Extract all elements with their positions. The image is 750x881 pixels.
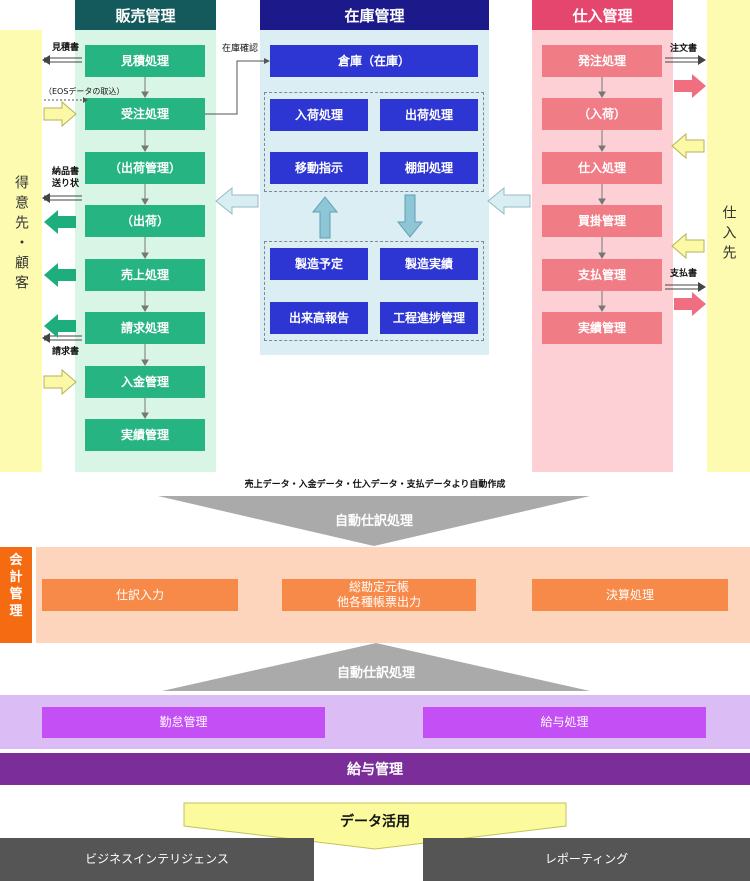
auto-journal-1: 自動仕訳処理 (334, 514, 413, 529)
ops-shipping[interactable]: 出荷処理 (380, 99, 478, 131)
payroll-attendance[interactable]: 勤怠管理 (42, 707, 325, 738)
mfg-progress[interactable]: 工程進捗管理 (380, 302, 478, 334)
eos-label: （EOSデータの取込） (44, 87, 125, 96)
sales-step-sales[interactable]: 売上処理 (85, 259, 205, 291)
order-doc-label: 注文書 (670, 44, 698, 54)
quote-doc-label: 見積書 (52, 43, 80, 53)
purchase-step-results[interactable]: 実績管理 (542, 312, 662, 344)
sales-step-ship[interactable]: （出荷） (85, 205, 205, 237)
stock-check-label: 在庫確認 (222, 44, 259, 54)
ops-stocktake[interactable]: 棚卸処理 (380, 152, 478, 184)
accounting-closing[interactable]: 決算処理 (532, 579, 728, 611)
output-reporting[interactable]: レポーティング (423, 838, 750, 881)
purchase-step-payables[interactable]: 買掛管理 (542, 205, 662, 237)
accounting-title-char-1: 会 (9, 553, 23, 568)
payment-doc-label: 支払書 (670, 269, 698, 279)
accounting-ledger[interactable]: 総勘定元帳 他各種帳票出力 (282, 579, 476, 611)
mfg-plan[interactable]: 製造予定 (270, 248, 368, 280)
inventory-column-bg (260, 30, 489, 355)
accounting-title-char-3: 管 (9, 587, 23, 602)
payroll-processing[interactable]: 給与処理 (423, 707, 706, 738)
auto-source-note: 売上データ・入金データ・仕入データ・支払データより自動作成 (244, 480, 506, 490)
customer-label: 得意先・顧客 (13, 175, 29, 295)
accounting-title-char-4: 理 (9, 604, 23, 619)
sales-step-payment[interactable]: 入金管理 (85, 366, 205, 398)
sales-step-order[interactable]: 受注処理 (85, 98, 205, 130)
ledger-line-1: 総勘定元帳 (348, 580, 409, 594)
accounting-label-bg (0, 547, 32, 643)
auto-journal-2: 自動仕訳処理 (336, 666, 415, 681)
customer-column (0, 30, 42, 472)
manufacturing-group (264, 241, 484, 341)
purchase-step-order[interactable]: 発注処理 (542, 45, 662, 77)
purchasing-header: 仕入管理 (532, 0, 673, 30)
ops-transfer[interactable]: 移動指示 (270, 152, 368, 184)
accounting-title-char-2: 計 (9, 570, 23, 585)
sales-step-quote[interactable]: 見積処理 (85, 45, 205, 77)
accounting-title: 会 計 管 理 (0, 552, 32, 620)
ops-receiving[interactable]: 入荷処理 (270, 99, 368, 131)
warehouse-box[interactable]: 倉庫（在庫） (270, 45, 478, 77)
ledger-line-2: 他各種帳票出力 (336, 595, 421, 609)
data-use-label: データ活用 (340, 814, 410, 830)
output-bi[interactable]: ビジネスインテリジェンス (0, 838, 314, 881)
purchase-step-receipt[interactable]: （入荷） (542, 98, 662, 130)
accounting-journal-entry[interactable]: 仕訳入力 (42, 579, 238, 611)
purchase-step-purchase[interactable]: 仕入処理 (542, 152, 662, 184)
sales-header: 販売管理 (75, 0, 216, 30)
mfg-actual[interactable]: 製造実績 (380, 248, 478, 280)
delivery-doc-label-2: 送り状 (52, 179, 80, 189)
purchase-step-payment[interactable]: 支払管理 (542, 259, 662, 291)
delivery-doc-label: 納品書 (52, 167, 80, 177)
sales-step-results[interactable]: 実績管理 (85, 419, 205, 451)
payroll-title: 給与管理 (0, 753, 750, 785)
inventory-header: 在庫管理 (260, 0, 489, 30)
sales-step-billing[interactable]: 請求処理 (85, 312, 205, 344)
ops-group (264, 92, 484, 192)
mfg-output-report[interactable]: 出来高報告 (270, 302, 368, 334)
supplier-label: 仕入先 (720, 205, 737, 265)
sales-step-ship-mgmt[interactable]: （出荷管理） (85, 152, 205, 184)
invoice-doc-label: 請求書 (52, 347, 80, 357)
supplier-column (707, 0, 750, 472)
